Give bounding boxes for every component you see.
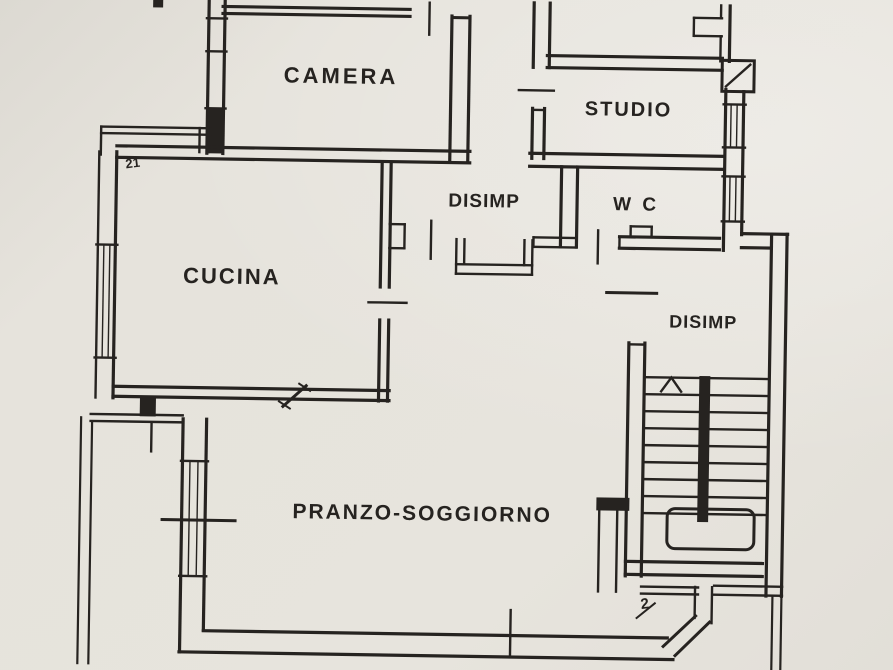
hall-door-leaf	[429, 219, 433, 260]
room-label-camera: CAMERA	[283, 62, 399, 90]
camera-walls	[99, 0, 472, 165]
balcony-parapet-west	[76, 416, 94, 666]
door-mark-2: 2	[639, 595, 650, 614]
disimp-opening-mark	[605, 290, 659, 295]
wall-stub-top-left	[153, 0, 164, 8]
wc-walls	[596, 225, 790, 265]
studio-door-leaf	[517, 88, 556, 92]
cucina-door-leaf	[367, 301, 408, 305]
stair-landing	[665, 507, 756, 552]
room-label-pranzo-soggiorno: PRANZO-SOGGIORNO	[292, 500, 553, 528]
room-label-disimp-stairs: DISIMP	[669, 311, 738, 333]
stairs-up-arrow-icon	[659, 375, 683, 394]
cucina-window	[93, 243, 119, 360]
studio-walls	[517, 0, 756, 252]
staircase	[623, 341, 769, 579]
diagonal-wall	[661, 613, 712, 658]
room-label-disimp-hall: DISIMP	[448, 190, 520, 213]
studio-window	[721, 103, 747, 149]
living-room-door-leaf	[508, 608, 512, 659]
door-swing-mark	[277, 382, 312, 410]
living-room-walls	[160, 417, 675, 662]
east-exterior-wall	[605, 232, 789, 598]
vestibule-walls	[596, 497, 784, 658]
living-room-window	[160, 459, 237, 578]
entry-door-leaf	[427, 1, 431, 36]
wc-door-leaf	[596, 229, 600, 265]
flue-shaft-symbol	[720, 58, 756, 94]
cucina-walls	[89, 150, 408, 453]
room-label-studio: STUDIO	[584, 98, 673, 122]
wc-window	[720, 175, 746, 223]
balcony-door-leaf	[160, 518, 237, 523]
balcony-parapet-east	[770, 595, 783, 670]
door-swing-mark	[635, 601, 657, 620]
hall-walls	[429, 165, 580, 277]
stair-flight-divider	[697, 375, 711, 523]
room-label-wc: W C	[612, 194, 660, 216]
room-label-cucina: CUCINA	[182, 262, 281, 290]
door-mark-21: 21	[124, 154, 141, 172]
